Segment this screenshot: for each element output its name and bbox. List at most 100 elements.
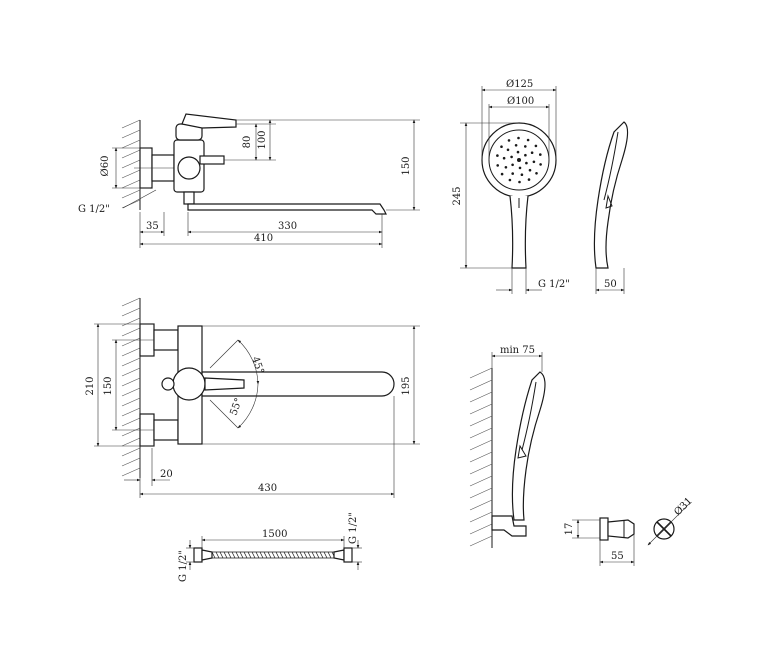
dim-330: 330 (278, 221, 297, 232)
nozzle-dot (518, 166, 522, 170)
nozzle-dot (496, 154, 499, 157)
holder-detail: 17 55 Ø31 (564, 496, 695, 566)
nozzle-dot (504, 166, 508, 169)
hose-winding (319, 551, 324, 559)
nozzle-center (517, 158, 521, 162)
hose-winding (307, 551, 312, 559)
hose-winding (263, 551, 268, 559)
dim-min75: min 75 (500, 345, 535, 356)
nozzle-dot (508, 178, 512, 182)
dim-50: 50 (604, 279, 617, 290)
hose-winding (271, 551, 276, 559)
nozzle-dot (507, 139, 511, 142)
hose-winding (299, 551, 304, 559)
dim-17: 17 (564, 523, 575, 536)
nozzle-dot (506, 148, 510, 152)
hose-coil (211, 551, 336, 559)
dim-d31: Ø31 (672, 496, 695, 519)
holder-view: min 75 (469, 345, 546, 548)
hose-winding (315, 551, 320, 559)
dim-20: 20 (160, 469, 173, 480)
hose-winding (255, 551, 260, 559)
dim-thread-hose-left: G 1/2" (178, 550, 189, 582)
inlet-top-connector (153, 329, 179, 351)
wall-hatch-top (121, 297, 141, 478)
nozzle-dot (520, 173, 524, 176)
dim-thread-side: G 1/2" (78, 204, 110, 215)
hose-winding (275, 551, 280, 559)
dim-35: 35 (146, 221, 159, 232)
nozzle-dot (527, 178, 531, 181)
hose-winding (239, 551, 244, 559)
hose-winding (243, 551, 248, 559)
hose-winding (231, 551, 236, 559)
nozzle-dot (510, 155, 513, 159)
nozzle-dot (539, 153, 542, 156)
hose-winding (251, 551, 256, 559)
hose-winding (303, 551, 308, 559)
holder-bracket (491, 515, 527, 537)
dim-d125: Ø125 (506, 79, 533, 90)
nozzle-dot (530, 151, 534, 154)
dim-thread-shower: G 1/2" (538, 279, 570, 290)
hose-winding (219, 551, 224, 559)
hose-winding (287, 551, 292, 559)
handle-top (204, 377, 245, 391)
hose-winding (259, 551, 264, 559)
nozzle-dot (511, 163, 514, 167)
dim-1500: 1500 (262, 529, 287, 540)
hose-winding (283, 551, 288, 559)
dim-150: 150 (401, 156, 412, 175)
angle-55: 55° (228, 397, 244, 417)
spout-arm (187, 203, 387, 215)
nozzle-dot (534, 144, 538, 148)
hose-winding (227, 551, 232, 559)
wall-hatch-side (121, 119, 141, 210)
hose-winding (223, 551, 228, 559)
hand-shower-front: Ø125 Ø100 245 G 1/2" (452, 79, 570, 294)
top-view: 45° 55° 210 150 195 20 430 (85, 297, 420, 498)
nozzle-dot (524, 145, 527, 148)
dim-80: 80 (242, 136, 253, 149)
side-view: Ø60 G 1/2" 35 330 410 80 100 150 (78, 113, 420, 248)
nozzle-dot (514, 144, 518, 147)
hose: 1500 G 1/2" G 1/2" (178, 512, 362, 582)
hose-winding (211, 551, 216, 559)
dim-d100: Ø100 (507, 96, 534, 107)
cartridge-top (172, 367, 206, 401)
nozzle-dot (496, 164, 500, 167)
shower-side-profile (593, 121, 629, 269)
dim-195: 195 (401, 376, 412, 395)
nozzle-dot (518, 180, 521, 184)
inlet-bottom-connector (153, 419, 179, 441)
nozzle-dot (500, 145, 503, 148)
dim-100: 100 (257, 130, 268, 149)
hose-winding (247, 551, 252, 559)
nozzle-pattern (496, 136, 542, 184)
nozzle-dot (526, 138, 530, 142)
nozzle-dot (502, 156, 506, 160)
diverter-outlet (199, 155, 225, 165)
dim-55: 55 (611, 551, 624, 562)
nozzle-dot (535, 172, 538, 175)
nozzle-dot (525, 161, 528, 165)
hose-winding (215, 551, 220, 559)
hose-winding (311, 551, 316, 559)
nozzle-dot (500, 172, 504, 176)
dim-150-top: 150 (103, 376, 114, 395)
spout-base (183, 191, 195, 205)
diverter-top (161, 377, 175, 391)
hose-winding (327, 551, 332, 559)
dim-245: 245 (452, 186, 463, 205)
holder-base-detail (599, 517, 609, 541)
hose-winding (323, 551, 328, 559)
dim-thread-hose-right: G 1/2" (348, 512, 359, 544)
dim-d60: Ø60 (100, 156, 111, 177)
wall-hatch-holder (469, 367, 493, 548)
holder-body-detail (607, 519, 635, 539)
hose-winding (279, 551, 284, 559)
hose-winding (291, 551, 296, 559)
hose-nut-right (343, 547, 353, 563)
